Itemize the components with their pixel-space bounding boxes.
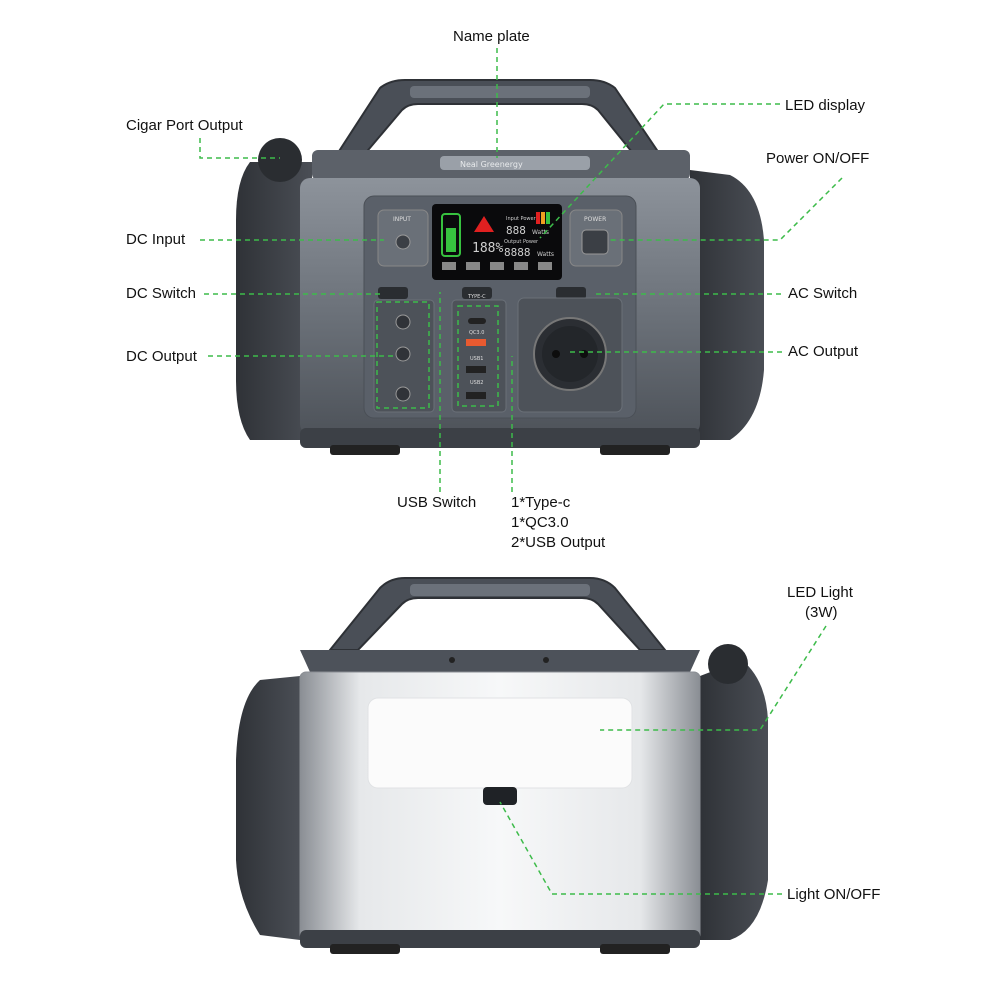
usb-switch — [462, 287, 492, 299]
lcd-percent: 188% — [472, 241, 503, 256]
label-usb-ports-1: 1*Type-c — [511, 494, 571, 511]
light-switch — [483, 787, 517, 805]
label-ac-switch: AC Switch — [788, 285, 858, 302]
input-label: INPUT — [393, 216, 411, 223]
usb2-label: USB2 — [470, 380, 483, 386]
leader-lines — [199, 48, 843, 895]
usb1-label: USB1 — [470, 356, 483, 362]
label-light-on-off: Light ON/OFF — [787, 886, 881, 903]
lcd-watts-out: Watts — [537, 251, 554, 258]
label-cigar-port-output: Cigar Port Output — [126, 117, 243, 134]
label-led-display: LED display — [785, 97, 866, 114]
label-dc-output: DC Output — [126, 348, 197, 365]
lcd-watts-in: Watts — [532, 229, 549, 236]
back-view — [236, 577, 768, 954]
lcd-output-text: Output Power — [504, 239, 539, 245]
label-usb-switch: USB Switch — [397, 494, 477, 511]
front-right-bumper — [690, 170, 764, 440]
back-left-bumper — [236, 676, 300, 940]
lcd-digits-in: 888 — [506, 224, 526, 237]
label-dc-input: DC Input — [126, 231, 186, 248]
label-name-plate: Name plate — [453, 28, 530, 45]
lcd-input-text: Input Power — [506, 216, 537, 222]
front-left-bumper — [236, 162, 312, 440]
front-view: Neal Greenergy INPUT 188% Input Power 88… — [236, 79, 764, 455]
typec-label: TYPE-C — [467, 294, 486, 300]
power-label: POWER — [584, 216, 606, 223]
back-right-bumper — [700, 660, 768, 940]
brand-text: Neal Greenergy — [460, 160, 523, 169]
led-display — [432, 204, 562, 280]
ac-switch — [556, 287, 586, 299]
name-plate — [440, 156, 590, 170]
label-power-on-off: Power ON/OFF — [766, 150, 870, 167]
label-led-light-1: LED Light — [787, 584, 853, 601]
qc-label: QC3.0 — [469, 330, 484, 336]
lcd-digits-out: 8888 — [504, 246, 531, 259]
led-light-panel — [367, 697, 633, 789]
dc-switch — [378, 287, 408, 299]
label-ac-output: AC Output — [788, 343, 859, 360]
label-usb-ports-3: 2*USB Output — [511, 534, 606, 551]
label-led-light-2: (3W) — [805, 604, 838, 621]
label-dc-switch: DC Switch — [126, 285, 197, 302]
label-usb-ports-2: 1*QC3.0 — [511, 514, 569, 531]
